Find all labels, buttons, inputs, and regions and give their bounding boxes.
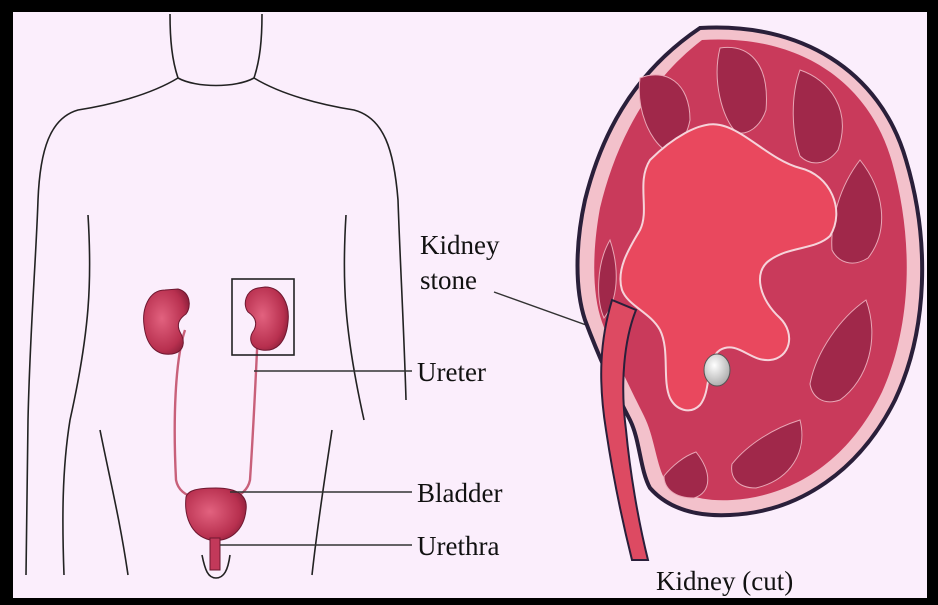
kidney-cross-section bbox=[578, 27, 923, 560]
right-arm-inner bbox=[344, 215, 364, 420]
label-urethra: Urethra bbox=[417, 533, 499, 560]
label-kidney-cut: Kidney (cut) bbox=[656, 568, 793, 595]
kidney-stone bbox=[704, 354, 730, 386]
left-arm-inner bbox=[63, 215, 90, 575]
neck-line bbox=[178, 78, 254, 86]
bladder bbox=[186, 488, 247, 540]
label-kidney-stone-line2: stone bbox=[420, 267, 477, 294]
label-ureter: Ureter bbox=[417, 359, 486, 386]
left-ureter bbox=[175, 330, 195, 498]
right-hip bbox=[312, 430, 332, 575]
left-hip bbox=[100, 430, 128, 575]
label-bladder: Bladder bbox=[417, 480, 502, 507]
urethra bbox=[210, 538, 220, 570]
label-kidney-stone-line1: Kidney bbox=[420, 232, 499, 259]
right-kidney bbox=[245, 287, 288, 350]
left-kidney bbox=[144, 289, 190, 354]
